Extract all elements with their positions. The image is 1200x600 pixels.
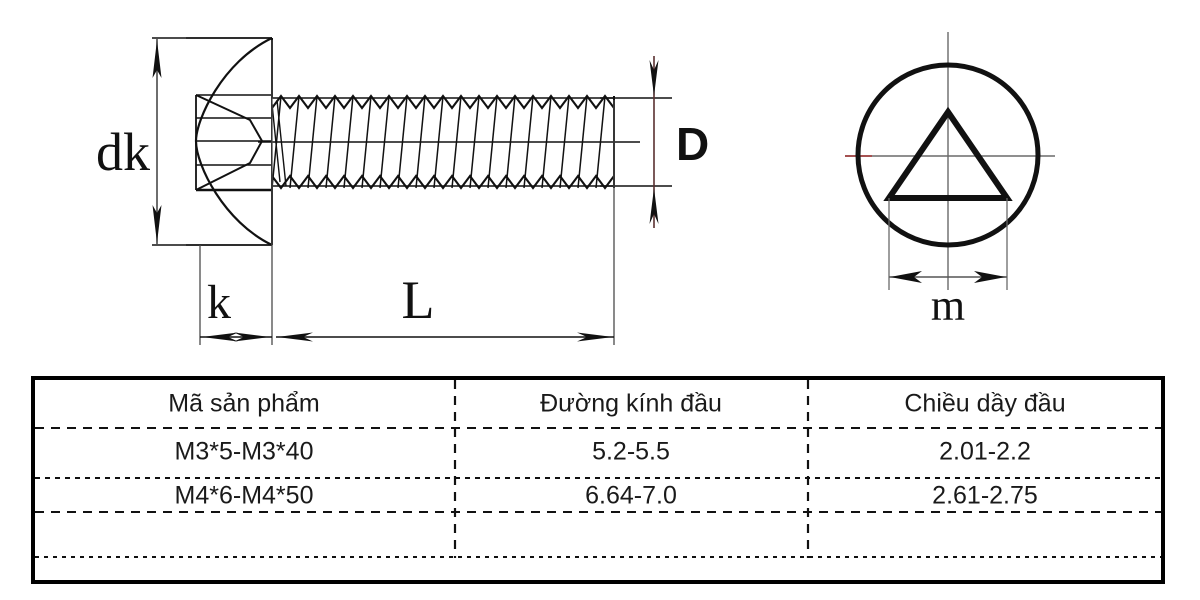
table-cell-r1c2: 2.61-2.75 (932, 482, 1038, 510)
dimension-dk: dk (96, 37, 272, 246)
dimension-D: D (600, 56, 709, 228)
table-header-1: Đường kính đầu (540, 390, 722, 418)
specification-table: Mã sản phẩm Đường kính đầu Chiều dầy đầu… (31, 376, 1165, 584)
table-cell-r1c1: 6.64-7.0 (585, 482, 677, 510)
table-cell-r0c1: 5.2-5.5 (592, 438, 670, 466)
table-header-2: Chiều dầy đầu (904, 390, 1065, 418)
end-view: m (845, 32, 1055, 330)
label-D: D (676, 118, 709, 170)
dimension-k: k (199, 40, 273, 345)
label-dk: dk (96, 122, 150, 182)
label-k: k (207, 276, 231, 329)
table-cell-r1c0: M4*6-M4*50 (175, 482, 314, 510)
threaded-shank (258, 94, 640, 190)
label-L: L (402, 270, 435, 330)
table-cell-r0c2: 2.01-2.2 (939, 438, 1031, 466)
label-m: m (931, 281, 965, 330)
table-header-0: Mã sản phẩm (168, 390, 319, 418)
table-cell-r0c0: M3*5-M3*40 (175, 438, 314, 466)
dimension-L: L (276, 100, 615, 345)
